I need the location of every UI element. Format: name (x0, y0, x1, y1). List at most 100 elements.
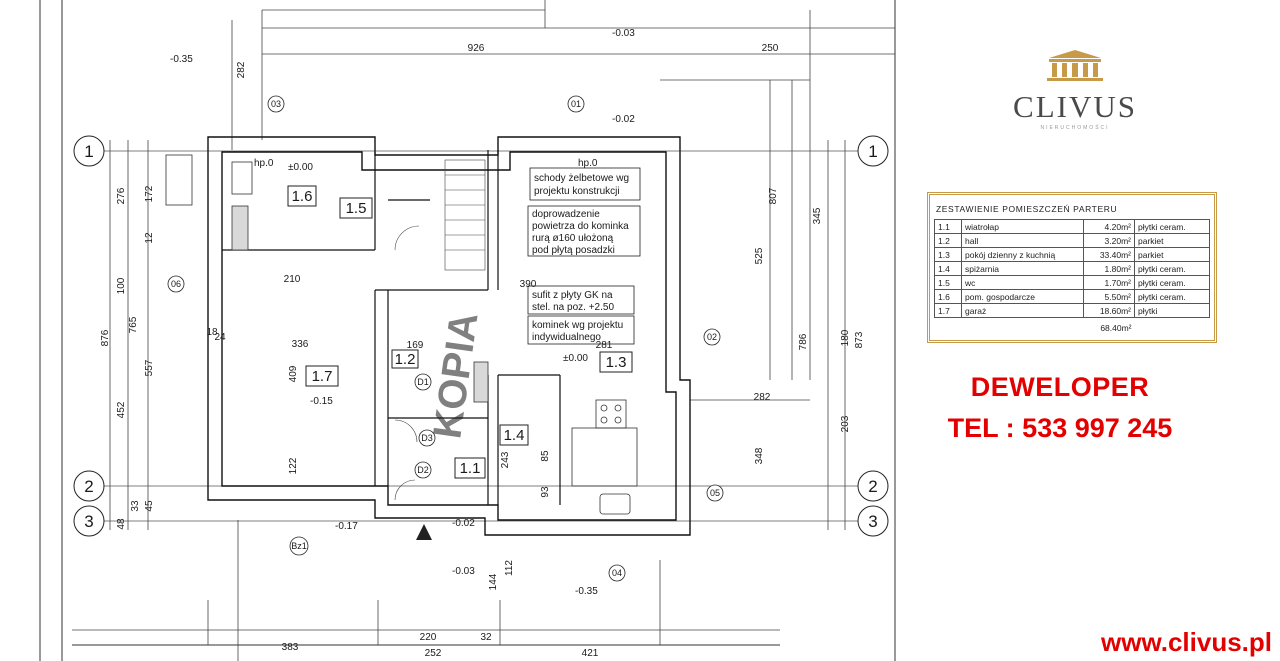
room-floor-cell: płytki ceram. (1134, 261, 1210, 276)
room-area-cell: 3.20m² (1083, 233, 1135, 248)
note-fireplace-2: indywidualnego (532, 332, 601, 343)
note-air-1: doprowadzenie (532, 209, 600, 220)
stairs (444, 159, 486, 271)
brand-name: CLIVUS (1013, 89, 1137, 124)
room-area-cell: 18.60m² (1083, 303, 1135, 318)
axis-marker-3-right (857, 505, 889, 537)
frame-lines (39, 0, 896, 661)
room-name-cell: pokój dzienny z kuchnią (961, 247, 1084, 262)
level-label: -0.02 (452, 518, 475, 529)
room-area-cell: 1.80m² (1083, 261, 1135, 276)
door-swings (394, 225, 420, 501)
interior-walls (222, 150, 561, 505)
website-link[interactable]: www.clivus.pl (1101, 627, 1272, 657)
axis-label-3-left: 3 (84, 512, 93, 531)
kitchen-fixtures (165, 154, 638, 515)
window-tag: 06 (171, 279, 181, 289)
dimension-label: 32 (480, 632, 492, 643)
dimension-label: 85 (540, 450, 551, 462)
room-floor-cell: parkiet (1134, 233, 1210, 248)
note-fireplace-1: kominek wg projektu (532, 320, 623, 331)
dimension-label: 452 (116, 401, 127, 418)
room-name-cell: wiatrołap (961, 219, 1084, 234)
window-tag: 02 (707, 332, 717, 342)
dimension-label: 390 (520, 279, 537, 290)
room-table-total: 68.40m² (1100, 322, 1132, 333)
room-area-cell: 5.50m² (1083, 289, 1135, 304)
level-label: -0.15 (310, 396, 333, 407)
dimension-label: 383 (282, 642, 299, 653)
dimension-label: 282 (754, 392, 771, 403)
dimension-label: 210 (284, 274, 301, 285)
axis-marker-1-left (73, 135, 105, 167)
brand-logo: CLIVUS NIERUCHOMOŚCI (1000, 48, 1150, 131)
axis-marker-2-left (73, 470, 105, 502)
room-name-cell: spiżarnia (961, 261, 1084, 276)
level-label: -0.17 (335, 521, 358, 532)
watermark-copy: KOPIA (425, 310, 486, 442)
brand-tagline: NIERUCHOMOŚCI (1040, 125, 1110, 131)
note-air-2: powietrza do kominka (532, 221, 629, 232)
dimension-label: 282 (236, 61, 247, 78)
dimension-label: 48 (116, 518, 127, 530)
window-tag: 01 (571, 99, 581, 109)
dimension-label: 525 (754, 247, 765, 264)
room-num-cell: 1.4 (934, 261, 962, 276)
door-tag: D2 (417, 465, 429, 475)
window-tag: 03 (271, 99, 281, 109)
room-label-1-7: 1.7 (312, 368, 333, 385)
level-label: -0.03 (612, 28, 635, 39)
dimension-label: 45 (144, 500, 155, 512)
room-label-1-1: 1.1 (460, 460, 481, 477)
floor-plan: 1 1 2 2 3 3 (39, 0, 896, 661)
note-stairs-2: projektu konstrukcji (534, 186, 620, 197)
dimension-label: 220 (420, 632, 437, 643)
room-name-cell: pom. gospodarcze (961, 289, 1084, 304)
room-num-cell: 1.7 (934, 303, 962, 318)
note-air-4: pod płytą posadzki (532, 245, 615, 256)
axis-label-3-right: 3 (868, 512, 877, 531)
room-floor-cell: płytki ceram. (1134, 219, 1210, 234)
room-floor-cell: parkiet (1134, 247, 1210, 262)
room-table-title: ZESTAWIENIE POMIESZCZEŃ PARTERU (936, 204, 1118, 214)
note-ceiling-1: sufit z płyty GK na (532, 290, 613, 301)
level-label: hp.0 (578, 158, 598, 169)
dimension-label: 122 (288, 457, 299, 474)
dimension-label: 252 (425, 648, 442, 659)
axis-label-2-right: 2 (868, 477, 877, 496)
dimension-label: 144 (488, 573, 499, 590)
dimension-label: 786 (798, 333, 809, 350)
level-label: -0.03 (452, 566, 475, 577)
level-label: ±0.00 (288, 162, 313, 173)
room-num-cell: 1.6 (934, 289, 962, 304)
room-num-cell: 1.5 (934, 275, 962, 290)
axis-marker-1-right (857, 135, 889, 167)
dimension-label: 409 (288, 365, 299, 382)
room-label-1-2: 1.2 (395, 351, 416, 368)
dimension-label: 33 (130, 500, 141, 512)
level-label: ±0.00 (563, 353, 588, 364)
dimension-label: 873 (854, 331, 865, 348)
room-num-cell: 1.1 (934, 219, 962, 234)
dimension-label: 250 (762, 43, 779, 54)
room-area-cell: 4.20m² (1083, 219, 1135, 234)
dimension-label: 18 (206, 327, 218, 338)
axis-label-2-left: 2 (84, 477, 93, 496)
developer-label: DEWELOPER (970, 372, 1150, 402)
dimension-label: 93 (540, 486, 551, 498)
level-label: -0.02 (612, 114, 635, 125)
window-tag: 04 (612, 568, 622, 578)
dimension-label: 180 (840, 329, 851, 346)
dimension-label: 281 (596, 340, 613, 351)
window-tag: 05 (710, 488, 720, 498)
axis-label-1-right: 1 (868, 142, 877, 161)
axis-marker-3-left (73, 505, 105, 537)
room-label-1-5: 1.5 (346, 200, 367, 217)
